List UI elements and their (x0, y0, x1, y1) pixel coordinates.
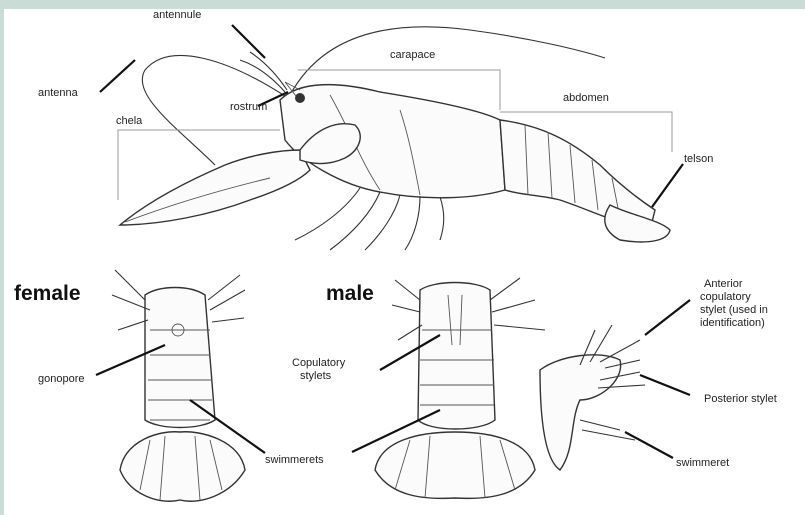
label-female: female (14, 282, 81, 305)
anterior-stylet-leader (645, 300, 690, 335)
antennule-leader (232, 25, 265, 58)
eye (295, 93, 305, 103)
label-antenna: antenna (38, 87, 79, 99)
label-copulatory-line1: Copulatory (292, 357, 346, 369)
female-body (145, 288, 215, 428)
posterior-stylet-leader (640, 375, 690, 395)
stylet-detail-body (540, 355, 621, 470)
label-copulatory-line2: stylets (300, 370, 332, 382)
label-gonopore: gonopore (38, 373, 85, 385)
male-ventral-view (375, 278, 545, 498)
label-anterior-line3: stylet (used in (700, 304, 768, 316)
walking-leg-3 (405, 196, 420, 250)
label-male: male (326, 282, 374, 305)
stylet-detail-view (540, 325, 645, 470)
label-abdomen: abdomen (563, 92, 609, 104)
antennule-flagellum (240, 60, 285, 92)
walking-leg-4 (440, 197, 444, 240)
label-telson: telson (684, 153, 713, 165)
telson-leader (652, 164, 683, 207)
swimmeret-leader (625, 432, 673, 458)
label-anterior-line2: copulatory (700, 291, 751, 303)
female-ventral-view (112, 270, 245, 501)
label-chela: chela (116, 115, 143, 127)
label-carapace: carapace (390, 49, 435, 61)
female-tail-fan (120, 432, 245, 501)
label-anterior-line1: Anterior (704, 278, 743, 290)
label-posterior-stylet: Posterior stylet (704, 393, 777, 405)
label-swimmerets: swimmerets (265, 454, 324, 466)
label-swimmeret: swimmeret (676, 457, 729, 469)
label-rostrum: rostrum (230, 101, 267, 113)
label-anterior-line4: identification) (700, 317, 765, 329)
male-tail-fan (375, 432, 535, 498)
antenna-leader (100, 60, 135, 92)
swimmeret-shape (580, 420, 635, 440)
antennule-flagellum-2 (250, 52, 287, 90)
walking-leg-2 (365, 195, 400, 250)
male-body (418, 283, 495, 430)
label-antennule: antennule (153, 9, 201, 21)
